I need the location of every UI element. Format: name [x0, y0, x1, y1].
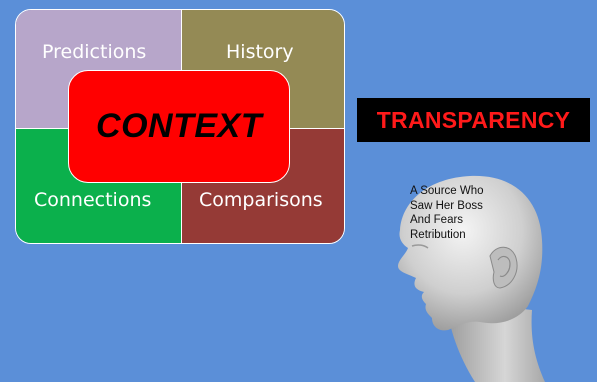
context-label: CONTEXT	[96, 107, 262, 145]
quadrant-label-predictions: Predictions	[42, 41, 147, 63]
source-line-4: Retribution	[410, 228, 466, 241]
transparency-badge: TRANSPARENCY	[357, 98, 590, 142]
source-caption: A Source Who Saw Her Boss And Fears Retr…	[410, 184, 520, 242]
quadrant-label-history: History	[226, 41, 294, 63]
source-line-3: And Fears	[410, 214, 464, 226]
transparency-label: TRANSPARENCY	[376, 106, 571, 133]
context-box: CONTEXT	[68, 70, 290, 183]
head-profile-icon	[398, 175, 545, 382]
quadrant-label-connections: Connections	[34, 189, 152, 211]
source-line-1: A Source Who	[410, 185, 484, 197]
quadrant-label-comparisons: Comparisons	[199, 189, 323, 211]
source-line-2: Saw Her Boss	[410, 199, 483, 212]
